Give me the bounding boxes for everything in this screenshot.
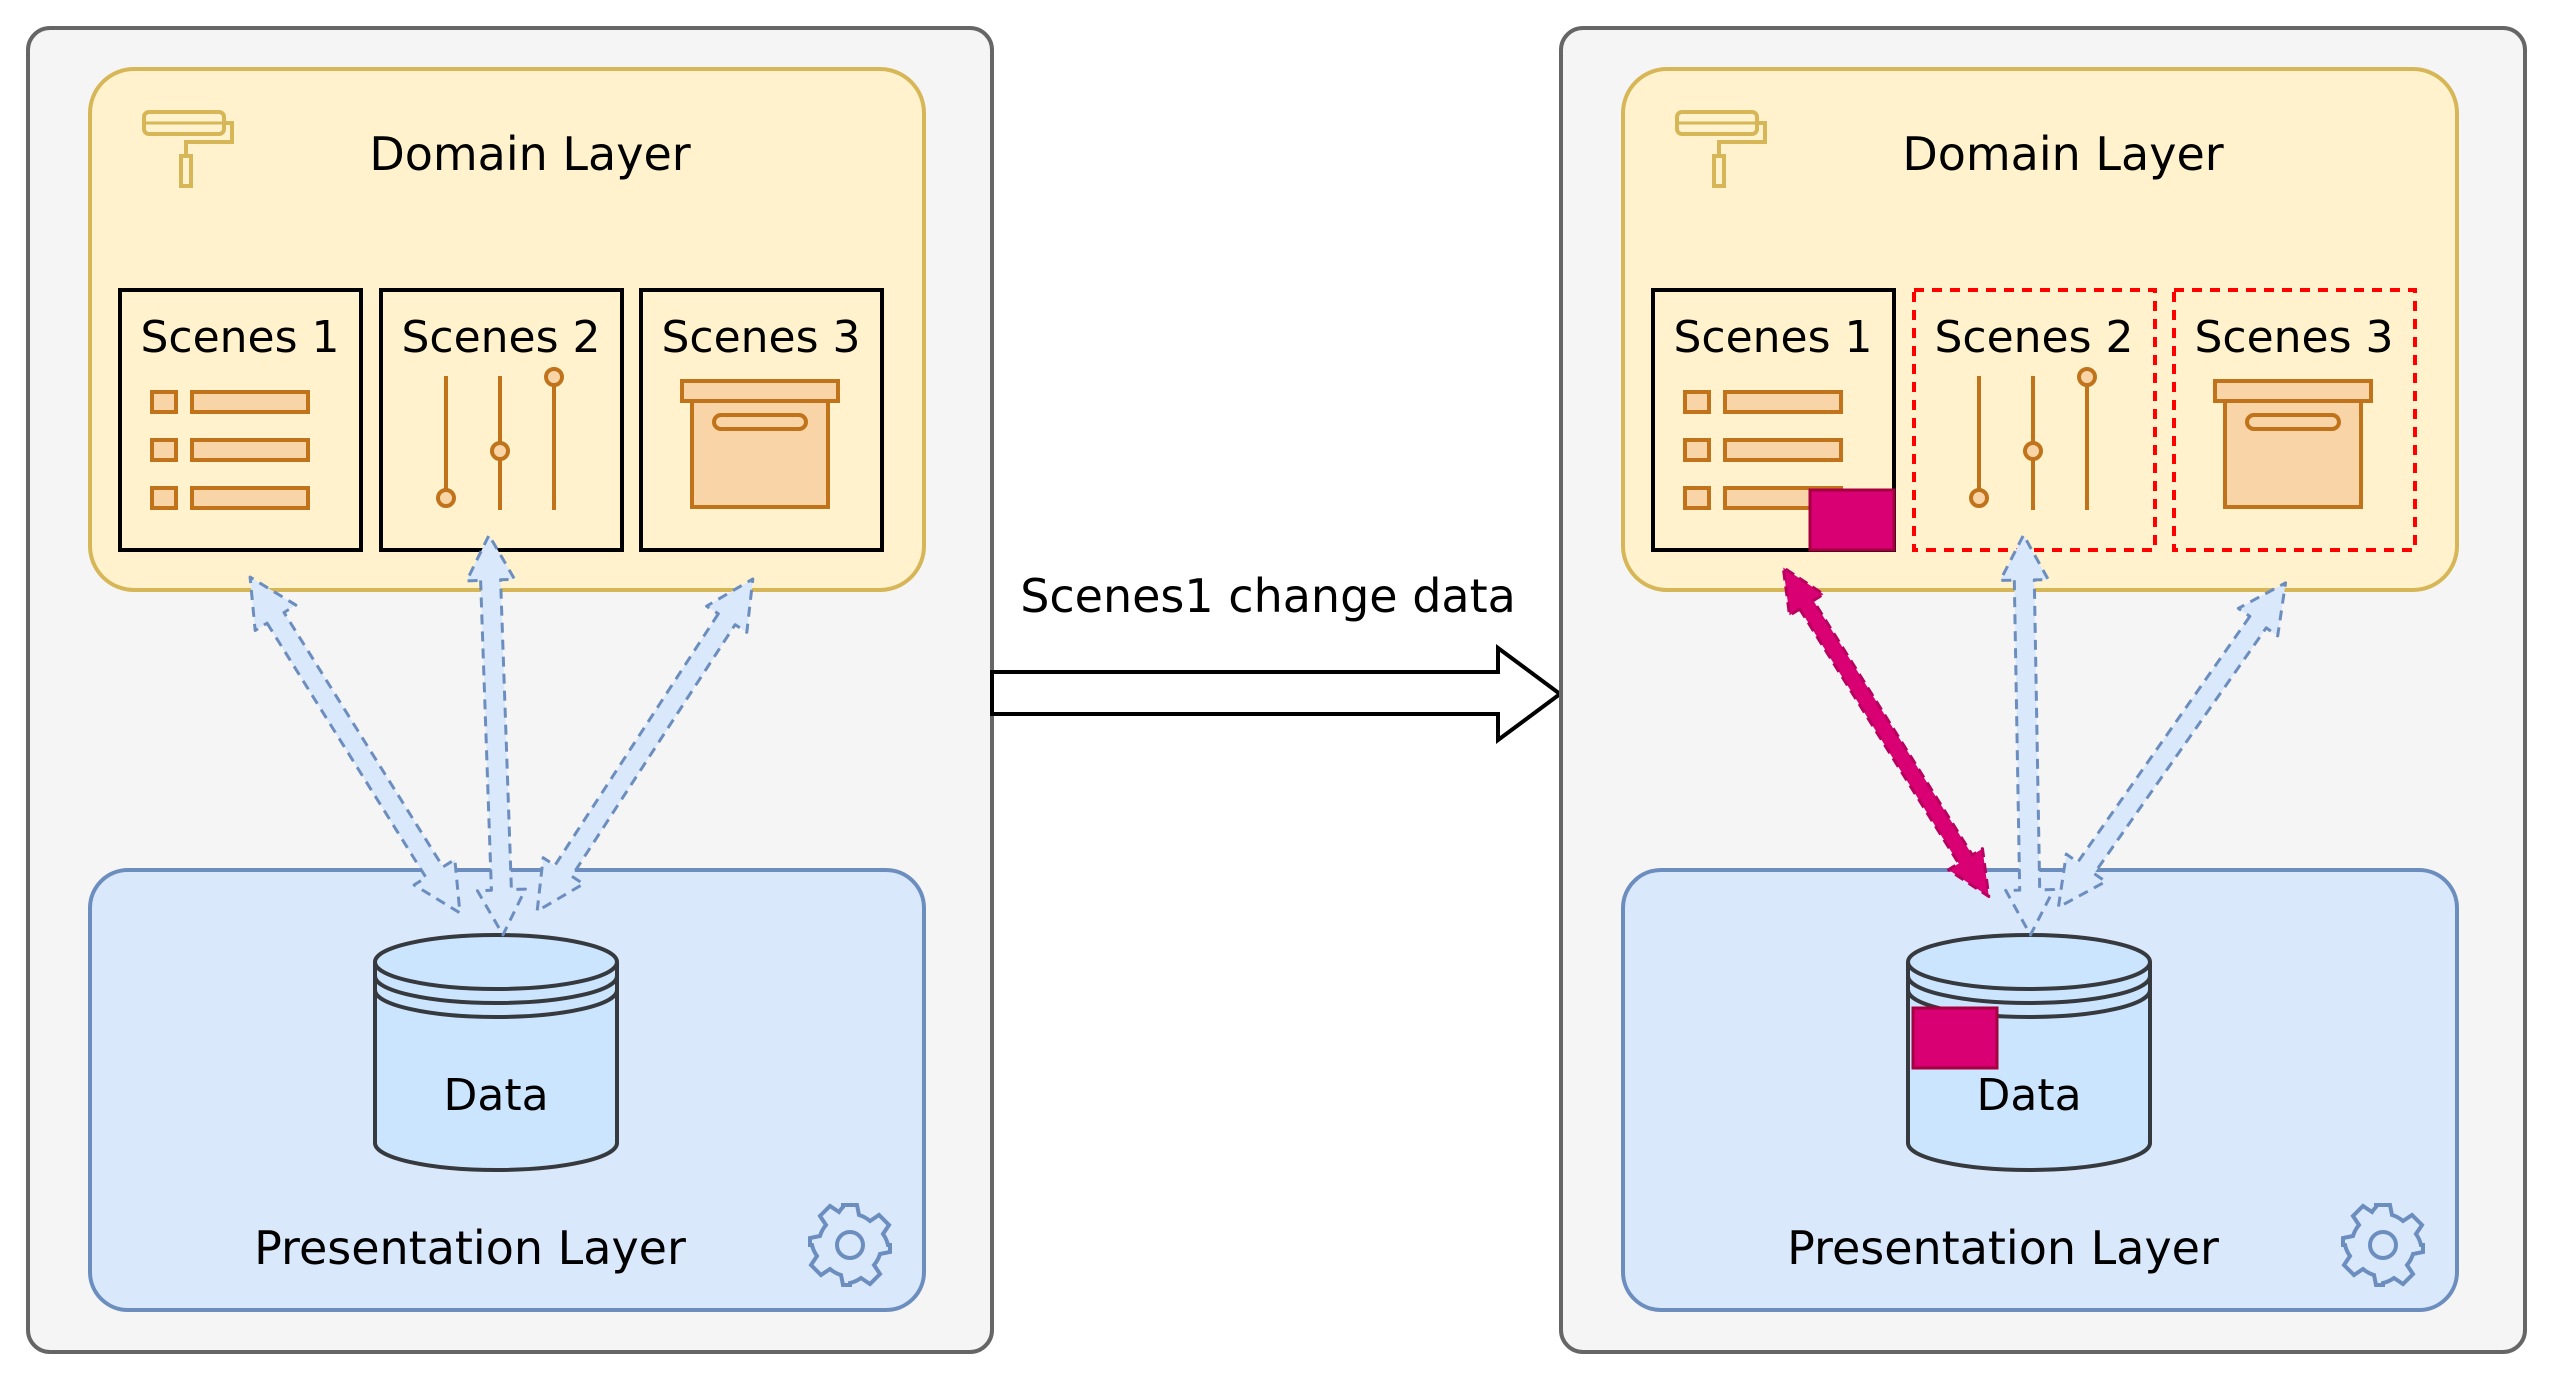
scene-card-2: Scenes 2 <box>379 288 624 552</box>
scene-card-3: Scenes 3 <box>2172 288 2417 552</box>
scene-title: Scenes 3 <box>2194 312 2393 363</box>
domain-layer-title: Domain Layer <box>1902 127 2223 181</box>
gear-icon <box>2341 1203 2425 1287</box>
data-store: Data <box>373 933 619 1172</box>
scene-title: Scenes 1 <box>1673 312 1872 363</box>
scene-title: Scenes 1 <box>140 312 339 363</box>
list-icon <box>150 390 310 510</box>
data-store: Data <box>1906 933 2152 1172</box>
scene-card-2: Scenes 2 <box>1912 288 2157 552</box>
presentation-layer-title: Presentation Layer <box>254 1221 686 1275</box>
data-label: Data <box>443 1070 548 1121</box>
scene-card-1: Scenes 1 <box>1651 288 1896 552</box>
database-icon <box>373 933 619 1172</box>
sync-arrow <box>248 575 462 915</box>
presentation-layer-title: Presentation Layer <box>1787 1221 2219 1275</box>
right-panel: Domain Layer Scenes 1 Scenes 2 Scenes 3 … <box>1559 26 2527 1354</box>
archive-box-icon <box>680 379 840 509</box>
transition-arrow <box>990 644 1564 744</box>
domain-layer-title: Domain Layer <box>369 127 690 181</box>
transition-label: Scenes1 change data <box>1020 569 1516 623</box>
sync-arrow <box>465 533 527 937</box>
scene-title: Scenes 2 <box>401 312 600 363</box>
sync-arrow <box>1998 533 2056 937</box>
sync-arrow <box>2056 581 2288 909</box>
scene-title: Scenes 3 <box>661 312 860 363</box>
changed-data-marker <box>1911 1006 1999 1070</box>
gear-icon <box>808 1203 892 1287</box>
left-panel: Domain Layer Scenes 1 Scenes 2 Scenes 3 … <box>26 26 994 1354</box>
scene-title: Scenes 2 <box>1934 312 2133 363</box>
sync-arrow <box>535 577 755 913</box>
data-label: Data <box>1976 1070 2081 1121</box>
scene-card-3: Scenes 3 <box>639 288 884 552</box>
changed-data-marker <box>1808 488 1896 552</box>
scene-card-1: Scenes 1 <box>118 288 363 552</box>
archive-box-icon <box>2213 379 2373 509</box>
highlight-sync-arrow <box>1781 565 1991 899</box>
